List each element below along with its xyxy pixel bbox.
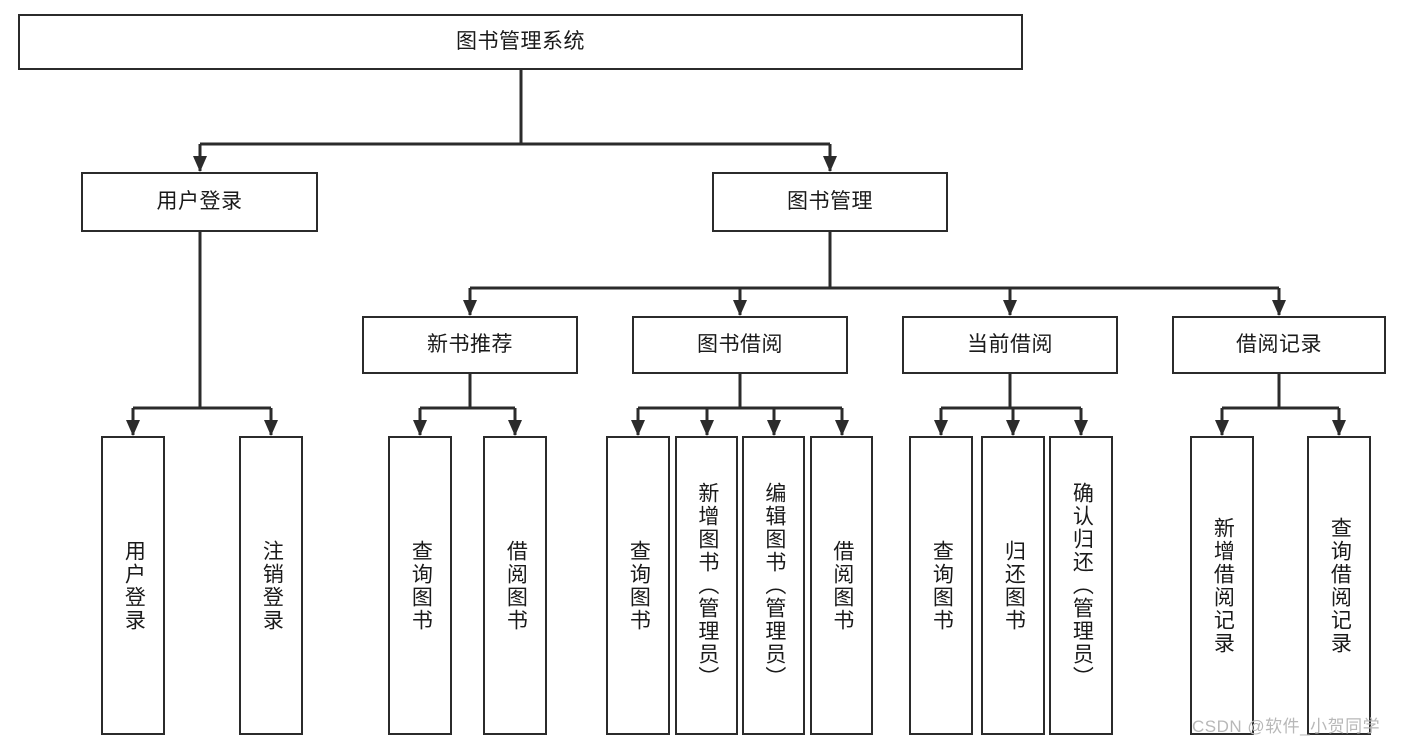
arrowhead-leaf-borrow-book-2 — [835, 420, 849, 436]
node-label: 用户登录 — [122, 539, 146, 632]
node-label: 新书推荐 — [427, 332, 513, 356]
node-user-login[interactable]: 用户登录 — [81, 172, 318, 232]
node-leaf-add-book[interactable]: 新增图书（管理员） — [675, 436, 738, 735]
arrowhead-book-manage — [823, 156, 837, 172]
arrowhead-leaf-logout — [264, 420, 278, 436]
node-label: 新增图书（管理员） — [695, 482, 719, 689]
node-borrow-record[interactable]: 借阅记录 — [1172, 316, 1386, 374]
node-leaf-borrow-book-1[interactable]: 借阅图书 — [483, 436, 547, 735]
node-current-borrow[interactable]: 当前借阅 — [902, 316, 1118, 374]
arrowhead-borrow-record — [1272, 300, 1286, 316]
node-label: 图书管理系统 — [456, 29, 585, 53]
arrowhead-leaf-add-book — [700, 420, 714, 436]
arrowhead-leaf-user-login — [126, 420, 140, 436]
node-leaf-add-record[interactable]: 新增借阅记录 — [1190, 436, 1254, 735]
node-label: 编辑图书（管理员） — [762, 482, 786, 689]
node-label: 归还图书 — [1002, 539, 1026, 632]
node-label: 注销登录 — [260, 539, 284, 632]
node-leaf-query-record[interactable]: 查询借阅记录 — [1307, 436, 1371, 735]
node-root[interactable]: 图书管理系统 — [18, 14, 1023, 70]
arrowhead-leaf-query-book-2 — [631, 420, 645, 436]
node-leaf-confirm-return[interactable]: 确认归还（管理员） — [1049, 436, 1113, 735]
arrowhead-leaf-edit-book — [767, 420, 781, 436]
node-leaf-return-book[interactable]: 归还图书 — [981, 436, 1045, 735]
arrowhead-leaf-query-record — [1332, 420, 1346, 436]
arrowhead-leaf-confirm-return — [1074, 420, 1088, 436]
node-label: 借阅图书 — [504, 539, 528, 632]
node-book-manage[interactable]: 图书管理 — [712, 172, 948, 232]
node-leaf-query-book-2[interactable]: 查询图书 — [606, 436, 670, 735]
arrowhead-leaf-add-record — [1215, 420, 1229, 436]
node-label: 新增借阅记录 — [1211, 516, 1235, 655]
node-label: 当前借阅 — [967, 332, 1053, 356]
node-label: 查询借阅记录 — [1328, 516, 1352, 655]
node-label: 用户登录 — [156, 189, 243, 213]
node-book-borrow[interactable]: 图书借阅 — [632, 316, 848, 374]
node-leaf-borrow-book-2[interactable]: 借阅图书 — [810, 436, 873, 735]
arrowhead-user-login — [193, 156, 207, 172]
watermark-label: CSDN @软件_小贺同学 — [1192, 717, 1381, 736]
arrowhead-leaf-return-book — [1006, 420, 1020, 436]
node-label: 查询图书 — [627, 539, 651, 632]
node-leaf-user-login[interactable]: 用户登录 — [101, 436, 165, 735]
node-leaf-query-book-1[interactable]: 查询图书 — [388, 436, 452, 735]
node-label: 图书借阅 — [697, 332, 783, 356]
arrowhead-new-book-rec — [463, 300, 477, 316]
node-label: 借阅图书 — [830, 539, 854, 632]
node-leaf-logout[interactable]: 注销登录 — [239, 436, 303, 735]
arrowhead-current-borrow — [1003, 300, 1017, 316]
node-leaf-edit-book[interactable]: 编辑图书（管理员） — [742, 436, 805, 735]
arrowhead-book-borrow — [733, 300, 747, 316]
node-new-book-rec[interactable]: 新书推荐 — [362, 316, 578, 374]
node-label: 查询图书 — [409, 539, 433, 632]
arrowhead-leaf-borrow-book-1 — [508, 420, 522, 436]
arrowhead-leaf-query-book-3 — [934, 420, 948, 436]
node-label: 确认归还（管理员） — [1070, 482, 1094, 689]
node-leaf-query-book-3[interactable]: 查询图书 — [909, 436, 973, 735]
node-label: 借阅记录 — [1236, 332, 1322, 356]
node-label: 查询图书 — [930, 539, 954, 632]
arrowhead-leaf-query-book-1 — [413, 420, 427, 436]
node-label: 图书管理 — [787, 189, 873, 213]
